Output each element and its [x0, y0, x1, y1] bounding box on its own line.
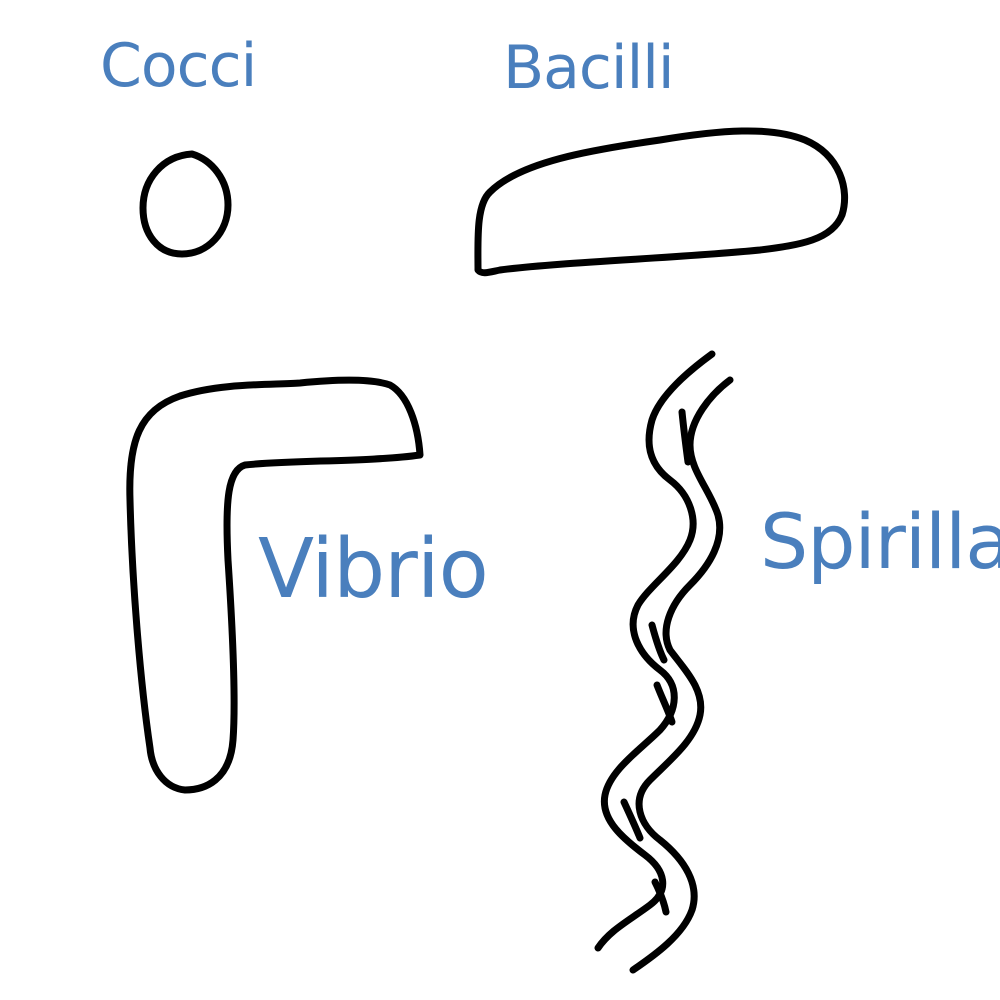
vibrio-shape	[126, 376, 424, 794]
spirilla-inner-mark-2	[648, 621, 668, 664]
spirilla-inner-mark-3	[653, 681, 676, 726]
cocci-label: Cocci	[100, 31, 256, 101]
bacilli-label: Bacilli	[503, 33, 674, 103]
spirilla-label: Spirilla	[760, 497, 1000, 586]
spirilla-inner-mark-1	[678, 408, 692, 466]
cocci-shape	[139, 150, 232, 258]
vibrio-label: Vibrio	[258, 522, 488, 617]
vibrio-group: Vibrio	[126, 376, 489, 794]
bacilli-group: Bacilli	[474, 33, 849, 277]
spirilla-inner-mark-4	[620, 798, 644, 842]
bacilli-shape	[474, 127, 849, 277]
spirilla-strand-left	[594, 350, 716, 952]
spirilla-group: Spirilla	[594, 350, 1000, 974]
spirilla-inner-mark-5	[651, 878, 670, 916]
cocci-group: Cocci	[100, 31, 257, 258]
spirilla-strand-right	[629, 376, 734, 974]
